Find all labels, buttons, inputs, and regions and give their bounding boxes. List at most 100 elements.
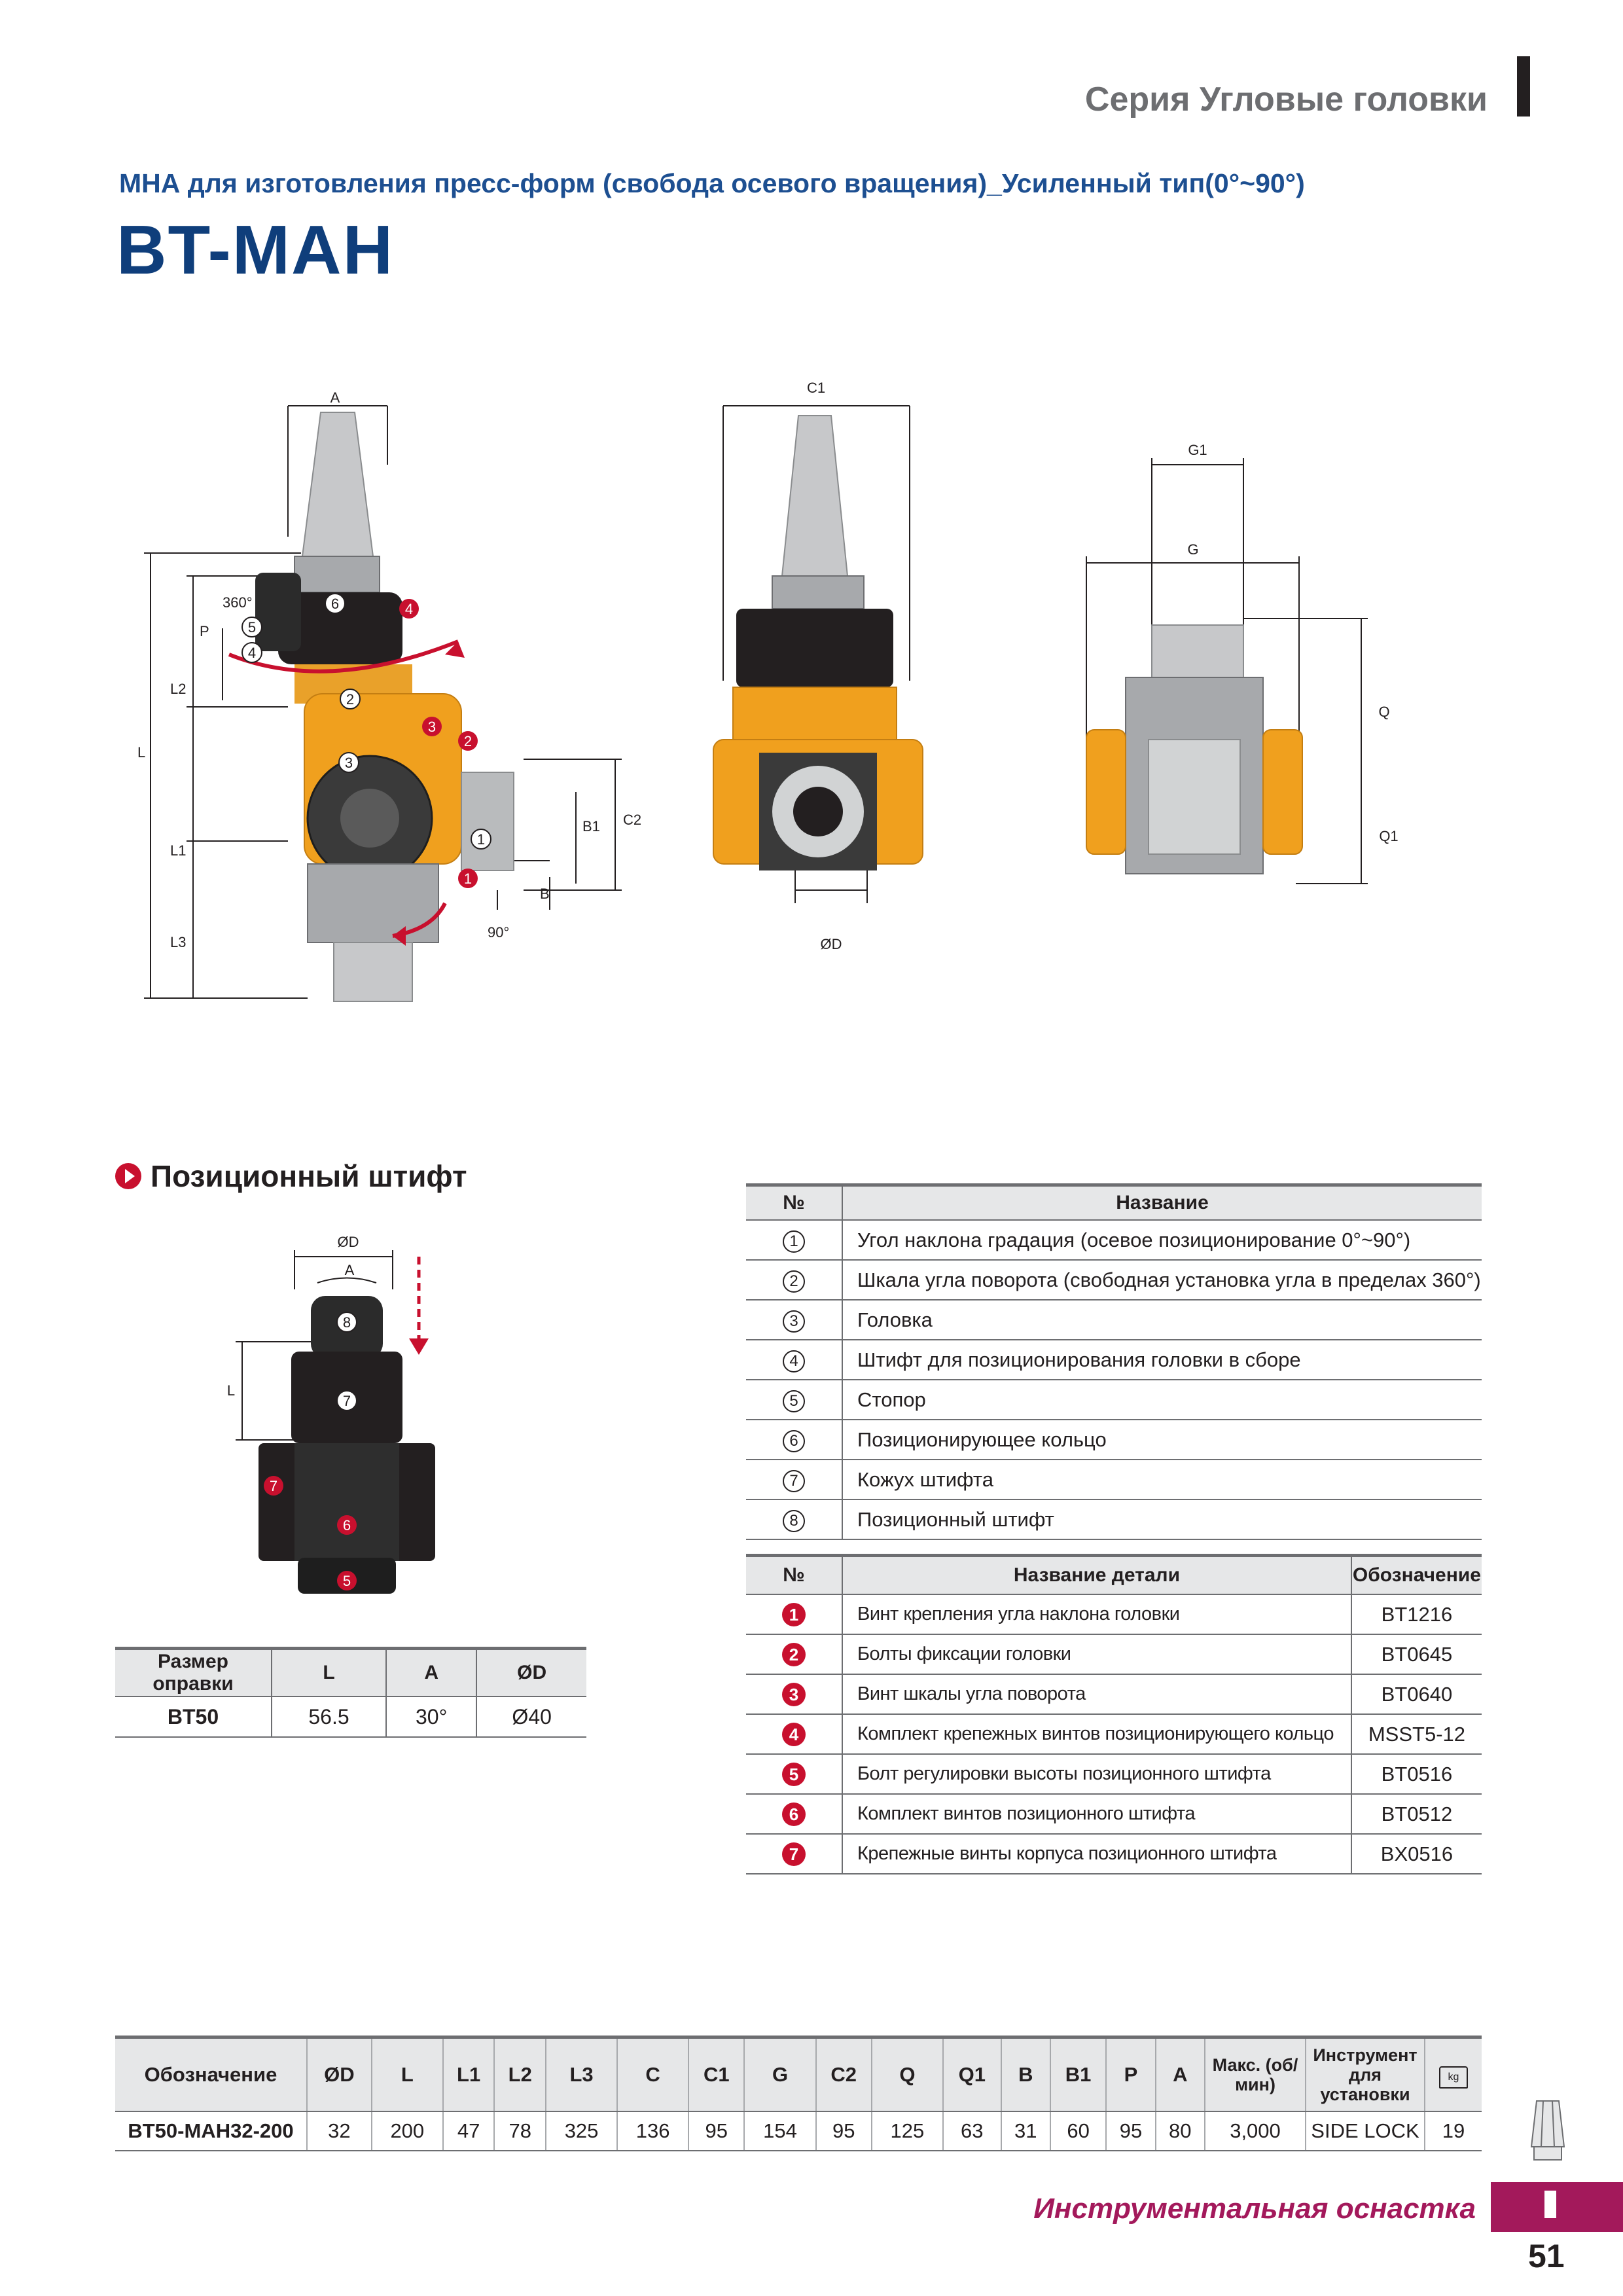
spec-cell: 47 xyxy=(442,2111,495,2151)
spec-header-max-rpm: Макс. (об/мин) xyxy=(1205,2037,1306,2112)
part-name: Болт регулировки высоты позиционного шти… xyxy=(842,1754,1352,1795)
part-marker-3-outline: 3 xyxy=(345,755,353,771)
names-header-no: № xyxy=(746,1185,843,1221)
table-row: 2 Шкала угла поворота (свободная установк… xyxy=(746,1260,1482,1300)
spec-cell: SIDE LOCK xyxy=(1306,2111,1425,2151)
table-row: 6 Позиционирующее кольцо xyxy=(746,1420,1482,1460)
component-name: Кожух штифта xyxy=(842,1460,1482,1500)
spec-header-tool: Инструмент для установки xyxy=(1306,2037,1425,2112)
dim-label-l: L xyxy=(137,744,145,761)
table-cell: 56.5 xyxy=(272,1696,387,1738)
spec-cell: 63 xyxy=(942,2111,1002,2151)
dim-label-p: P xyxy=(200,623,209,639)
part-code: BT0516 xyxy=(1351,1754,1482,1795)
spec-cell: 19 xyxy=(1425,2111,1482,2151)
pin-table-header: L xyxy=(272,1648,387,1697)
spec-header: L xyxy=(371,2037,444,2112)
dim-label-l3: L3 xyxy=(170,934,186,950)
component-name: Позиционирующее кольцо xyxy=(842,1420,1482,1460)
number-badge: 6 xyxy=(782,1802,806,1826)
spec-header: P xyxy=(1106,2037,1156,2112)
table-cell: Ø40 xyxy=(476,1696,586,1738)
part-name: Болты фиксации головки xyxy=(842,1634,1352,1675)
pin-marker-5: 5 xyxy=(343,1573,351,1589)
table-row: BT50 56.5 30° Ø40 xyxy=(115,1696,586,1738)
pin-size-table: Размер оправки L A ØD BT50 56.5 30° Ø40 xyxy=(115,1647,586,1738)
dim-label-g1: G1 xyxy=(1188,442,1207,458)
spec-cell: 95 xyxy=(688,2111,745,2151)
table-row: 5 Болт регулировки высоты позиционного шт… xyxy=(746,1754,1482,1795)
number-badge: 2 xyxy=(782,1642,806,1666)
spec-cell: 95 xyxy=(815,2111,872,2151)
product-model: BT-MAH xyxy=(116,211,395,289)
dim-label-c2: C2 xyxy=(623,812,641,828)
number-badge: 5 xyxy=(783,1390,805,1412)
spec-header: L1 xyxy=(442,2037,495,2112)
pin-table-header: Размер оправки xyxy=(115,1648,272,1697)
angle-label-90: 90° xyxy=(488,924,509,941)
series-title: Серия Угловые головки xyxy=(1084,81,1488,118)
spec-header: C2 xyxy=(815,2037,872,2112)
spec-header: A xyxy=(1155,2037,1206,2112)
part-marker-4-outline: 4 xyxy=(248,645,256,661)
number-badge: 6 xyxy=(783,1429,805,1452)
spec-header: Q xyxy=(871,2037,944,2112)
pin-marker-7-outline: 7 xyxy=(343,1393,351,1409)
spec-cell: 60 xyxy=(1050,2111,1107,2151)
number-badge: 8 xyxy=(783,1509,805,1532)
number-badge: 4 xyxy=(782,1722,806,1746)
spec-header: C xyxy=(617,2037,690,2112)
spec-header: B xyxy=(1001,2037,1051,2112)
spec-cell: BT50-MAH32-200 xyxy=(115,2111,308,2151)
pin-dim-label-od: ØD xyxy=(338,1234,359,1250)
pin-table-header: A xyxy=(386,1648,478,1697)
spec-header: B1 xyxy=(1050,2037,1107,2112)
parts-header-code: Обозначение xyxy=(1351,1555,1482,1595)
table-row: 4 Комплект крепежных винтов позиционирующ… xyxy=(746,1714,1482,1755)
spec-header: C1 xyxy=(688,2037,745,2112)
part-marker-3: 3 xyxy=(428,719,436,735)
part-code: MSST5-12 xyxy=(1351,1714,1482,1755)
weight-icon: kg xyxy=(1425,2037,1482,2112)
part-name: Винт крепления угла наклона головки xyxy=(842,1594,1352,1635)
component-name: Позиционный штифт xyxy=(842,1499,1482,1540)
table-row: BT50-MAH32-200 32 200 47 78 325 136 95 1… xyxy=(115,2111,1482,2151)
number-badge: 1 xyxy=(783,1230,805,1253)
page-number: 51 xyxy=(1528,2238,1565,2274)
component-name: Шкала угла поворота (свободная установка… xyxy=(842,1260,1482,1300)
spec-header: L3 xyxy=(546,2037,618,2112)
specification-table: Обозначение ØD L L1 L2 L3 C C1 G C2 Q Q1… xyxy=(115,2036,1482,2151)
spec-cell: 78 xyxy=(494,2111,547,2151)
spec-header: L2 xyxy=(494,2037,547,2112)
dim-label-q1: Q1 xyxy=(1379,828,1398,844)
number-badge: 2 xyxy=(783,1270,805,1293)
dim-label-l2: L2 xyxy=(170,681,186,697)
number-badge: 7 xyxy=(783,1469,805,1492)
series-bar xyxy=(1517,56,1530,117)
table-row: 8 Позиционный штифт xyxy=(746,1499,1482,1540)
number-badge: 4 xyxy=(783,1350,805,1372)
dim-label-q: Q xyxy=(1378,704,1389,720)
pin-section-title: Позиционный штифт xyxy=(151,1159,467,1193)
number-badge: 5 xyxy=(782,1762,806,1786)
pin-figure: ØD A L 8 7 7 6 5 xyxy=(227,1234,435,1594)
spec-cell: 31 xyxy=(1001,2111,1051,2151)
front-view-figure: C1 ØD xyxy=(713,380,923,952)
number-badge: 1 xyxy=(782,1602,806,1626)
table-cell: BT50 xyxy=(115,1696,272,1738)
dim-label-c1: C1 xyxy=(807,380,825,396)
table-row: 1 Угол наклона градация (осевое позициони… xyxy=(746,1220,1482,1261)
part-code: BT0640 xyxy=(1351,1674,1482,1715)
component-name: Угол наклона градация (осевое позиционир… xyxy=(842,1220,1482,1261)
part-marker-4: 4 xyxy=(405,601,413,617)
spec-cell: 154 xyxy=(744,2111,817,2151)
part-name: Комплект крепежных винтов позиционирующе… xyxy=(842,1714,1352,1755)
pin-section-heading: Позиционный штифт xyxy=(115,1158,467,1194)
spec-header: Обозначение xyxy=(115,2037,308,2112)
